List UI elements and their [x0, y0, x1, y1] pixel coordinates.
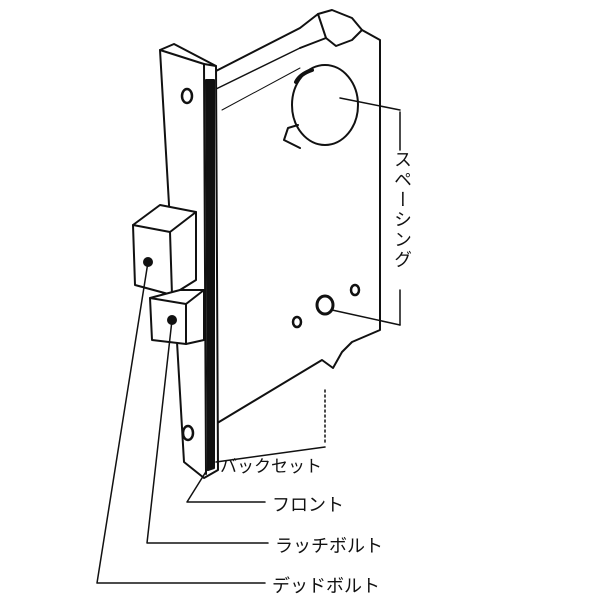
spacing-leader-top — [339, 97, 401, 111]
dead-bolt — [132, 204, 197, 296]
cylinder-hole — [283, 64, 359, 149]
leader-lines — [96, 97, 401, 584]
spacing-leader-bottom — [331, 309, 401, 326]
front-leader — [186, 469, 266, 503]
spacing-label: スペーシング — [391, 150, 412, 270]
latch-bolt — [149, 289, 205, 345]
dead-bolt-leader — [96, 261, 266, 584]
latch-bolt-leader — [146, 319, 269, 544]
backset-label: バックセット — [220, 457, 322, 477]
spindle-holes — [291, 283, 361, 329]
latch-bolt-label: ラッチボルト — [275, 536, 383, 557]
backset-dimension-line — [215, 446, 326, 463]
front-label: フロント — [272, 495, 344, 516]
lock-case — [213, 9, 381, 426]
dead-bolt-label: デッドボルト — [272, 576, 380, 597]
